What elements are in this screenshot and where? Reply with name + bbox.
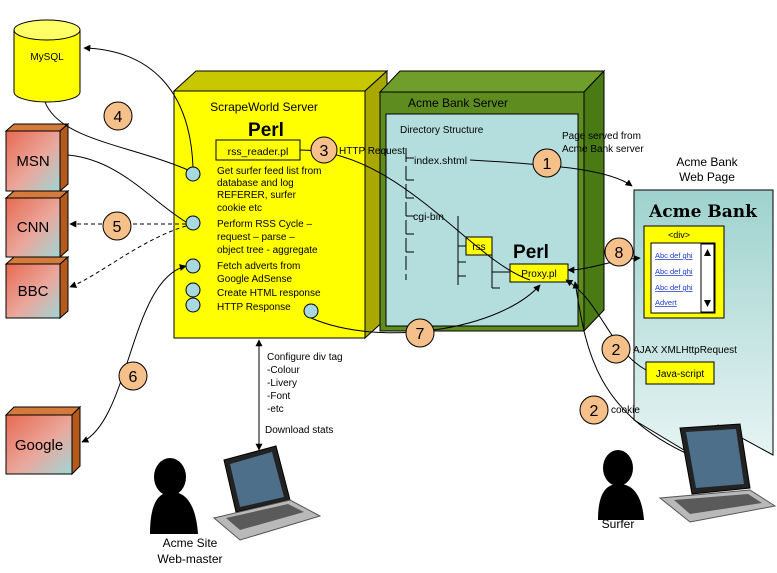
div-tag-label: <div> [668, 230, 690, 240]
step-bullet [185, 297, 201, 313]
javascript-label: Java-script [656, 369, 705, 380]
step-text: request – parse – [217, 232, 295, 243]
webmaster-figure: Acme Site Web-master [150, 445, 322, 566]
laptop-icon [658, 423, 777, 523]
scroll-down-icon[interactable] [704, 300, 711, 307]
step-text: Create HTML response [217, 288, 321, 299]
step-bullet [185, 215, 201, 231]
site-cnn: CNN [4, 189, 70, 259]
badge-3: 3 [310, 136, 338, 164]
rss-folder-box [465, 236, 493, 256]
configure-line: -Colour [267, 365, 300, 376]
advert-link[interactable]: Advert [655, 298, 678, 307]
laptop-icon [212, 445, 322, 541]
badge-6: 6 [118, 361, 148, 391]
step-bullet [185, 166, 201, 182]
svg-text:3: 3 [320, 143, 329, 160]
configure-notes: Configure div tag -Colour -Livery -Font … [267, 352, 343, 415]
badge-2-ajax: 2 [601, 334, 631, 364]
web-page-title-2: Web Page [679, 170, 735, 184]
mysql-label: MySQL [30, 52, 64, 63]
cgi-bin-label: cgi-bin [413, 211, 444, 223]
step-text: Fetch adverts from [217, 261, 300, 272]
ajax-label: AJAX XMLHttpRequest [633, 345, 737, 356]
rss-reader-label: rss_reader.pl [228, 146, 289, 158]
configure-line: -etc [267, 404, 284, 415]
acme-bank-web-page: Acme Bank Web Page Acme Bank <div> Abc d… [633, 155, 774, 456]
step-text: REFERER, surfer [217, 190, 297, 201]
webmaster-label-1: Acme Site [163, 536, 218, 550]
svg-text:2: 2 [590, 403, 599, 420]
feed-link[interactable]: Abc def ghi [655, 283, 693, 292]
proxy-label: Proxy.pl [521, 269, 556, 280]
badge-5: 5 [102, 211, 132, 241]
svg-text:4: 4 [114, 109, 123, 126]
acme-bank-server: Acme Bank Server Directory Structure ind… [378, 69, 606, 333]
badge-2-cookie: 2 [579, 395, 609, 425]
page-served-label-2: Acme Bank server [562, 144, 644, 155]
step-text: Perform RSS Cycle – [217, 219, 312, 230]
http-request-label: HTTP Request [339, 146, 405, 157]
directory-tree [405, 148, 510, 289]
svg-text:2: 2 [612, 342, 621, 359]
step-text: cookie etc [217, 203, 262, 214]
feed-link[interactable]: Abc def ghi [655, 251, 693, 260]
configure-line: -Font [267, 391, 291, 402]
page-served-label-1: Page served from [562, 131, 641, 142]
badge-8: 8 [604, 237, 634, 267]
step-bullet [303, 303, 319, 319]
site-bbc: BBC [4, 255, 70, 320]
scroll-up-icon[interactable] [704, 249, 711, 256]
index-shtml-label: index.shtml [414, 155, 467, 167]
configure-line: -Livery [267, 378, 297, 389]
site-msn: MSN [4, 122, 70, 193]
cnn-label: CNN [17, 219, 50, 236]
badge-7: 7 [405, 318, 435, 348]
person-silhouette-icon [598, 450, 644, 520]
step-text: HTTP Response [217, 302, 291, 313]
step-list: Get surfer feed list from database and l… [217, 166, 321, 313]
configure-line: Configure div tag [267, 352, 343, 363]
site-google: Google [4, 405, 82, 476]
webmaster-label-2: Web-master [157, 552, 222, 566]
svg-text:5: 5 [113, 219, 122, 236]
bank-perl-label: Perl [513, 242, 549, 263]
surfer-label: Surfer [602, 517, 635, 531]
step-text: object tree - aggregate [217, 245, 318, 256]
step-bullet [185, 282, 201, 298]
div-scrollbar[interactable] [700, 243, 715, 313]
step-text: Get surfer feed list from [217, 166, 321, 177]
surfer-figure: Surfer [598, 423, 777, 531]
step-text: Google AdSense [217, 274, 292, 285]
acme-bank-brand: Acme Bank [648, 202, 758, 222]
mysql-database: MySQL [13, 19, 81, 103]
connectors [44, 44, 691, 456]
web-page-title-1: Acme Bank [676, 155, 738, 169]
step-bullet [185, 258, 201, 274]
download-stats-label: Download stats [265, 425, 333, 436]
google-label: Google [15, 437, 63, 454]
scrapeworld-perl-label: Perl [248, 120, 284, 141]
svg-text:6: 6 [129, 369, 138, 386]
step-badges: 1 2 2 3 4 5 6 7 [102, 101, 634, 425]
badge-4: 4 [103, 101, 133, 131]
feed-link[interactable]: Abc def ghi [655, 267, 693, 276]
person-silhouette-icon [150, 458, 198, 534]
cookie-label: cookie [611, 405, 640, 416]
bank-server-title: Acme Bank Server [408, 96, 508, 110]
javascript-box [645, 361, 715, 385]
bbc-label: BBC [18, 283, 49, 300]
step-text: database and log [217, 178, 294, 189]
svg-text:8: 8 [615, 245, 624, 262]
scrapeworld-title: ScrapeWorld Server [210, 100, 318, 114]
directory-label: Directory Structure [400, 125, 484, 136]
svg-text:7: 7 [416, 326, 425, 343]
msn-label: MSN [16, 153, 49, 170]
svg-text:1: 1 [543, 156, 552, 173]
scrapeworld-server: ScrapeWorld Server Perl rss_reader.pl Ge… [172, 69, 389, 340]
badge-1: 1 [532, 148, 562, 178]
